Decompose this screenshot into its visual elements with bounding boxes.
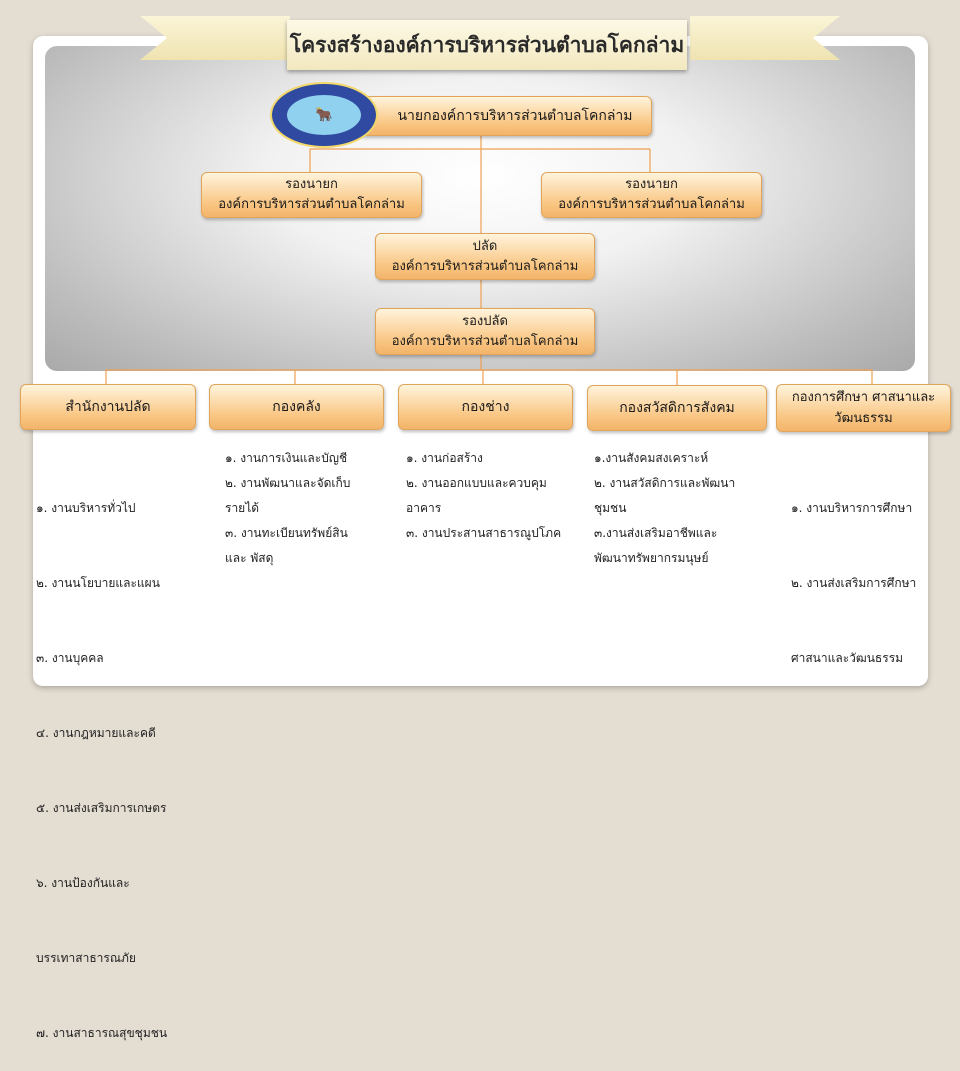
- palad-box: ปลัด องค์การบริหารส่วนตำบลโคกล่าม: [375, 233, 595, 280]
- duty-item: ๒. งานสวัสดิการและพัฒนา: [594, 476, 736, 490]
- duty-item: ๓. งานบุคคล: [36, 651, 104, 665]
- duty-item: ๓. งานประสานสาธารณูปโภค: [406, 526, 562, 540]
- deputy-left-org: องค์การบริหารส่วนตำบลโคกล่าม: [218, 197, 405, 212]
- dept-social-welfare-label: กองสวัสดิการสังคม: [619, 399, 735, 416]
- dept-finance-label: กองคลัง: [272, 398, 321, 415]
- deputy-palad-title: รองปลัด: [462, 313, 508, 329]
- duty-item: อาคาร: [406, 501, 442, 515]
- duty-item: ๑. งานบริหารทั่วไป: [36, 501, 136, 515]
- ox-cart-seal-icon: 🐂: [287, 95, 361, 135]
- duty-item: ๑. งานบริหารการศึกษา: [791, 501, 913, 515]
- palad-org: องค์การบริหารส่วนตำบลโคกล่าม: [391, 258, 579, 274]
- dept-office-of-palad-duties: ๑. งานบริหารทั่วไป ๒. งานนโยบายและแผน ๓.…: [36, 446, 167, 1071]
- duty-item: ๑.งานสังคมสงเคราะห์: [594, 451, 709, 465]
- deputy-right-org: องค์การบริหารส่วนตำบลโคกล่าม: [558, 197, 745, 212]
- dept-engineering-duties: ๑. งานก่อสร้าง ๒. งานออกแบบและควบคุม อาค…: [406, 446, 561, 546]
- duty-item: ๖. งานป้องกันและ: [36, 876, 130, 890]
- dept-education-label-line2: วัฒนธรรม: [834, 411, 893, 426]
- deputy-left-title: รองนายก: [285, 177, 338, 192]
- dept-finance-duties: ๑. งานการเงินและบัญชี ๒. งานพัฒนาและจัดเ…: [225, 446, 350, 571]
- duty-item: ศาสนาและวัฒนธรรม: [791, 651, 904, 665]
- duty-item: ๓.งานส่งเสริมอาชีพและ: [594, 526, 718, 540]
- duty-item: และ พัสดุ: [225, 551, 274, 565]
- duty-item: พัฒนาทรัพยากรมนุษย์: [594, 551, 709, 565]
- dept-office-of-palad-box: สำนักงานปลัด: [20, 384, 196, 430]
- dept-finance-box: กองคลัง: [209, 384, 384, 430]
- deputy-palad-org: องค์การบริหารส่วนตำบลโคกล่าม: [391, 333, 579, 349]
- duty-item: บรรเทาสาธารณภัย: [36, 951, 136, 965]
- duty-item: ชุมชน: [594, 501, 627, 515]
- duty-item: ๔. งานกฎหมายและคดี: [36, 726, 156, 740]
- deputy-right-title: รองนายก: [625, 177, 678, 192]
- dept-social-welfare-duties: ๑.งานสังคมสงเคราะห์ ๒. งานสวัสดิการและพั…: [594, 446, 735, 571]
- duty-item: ๒. งานออกแบบและควบคุม: [406, 476, 547, 490]
- mayor-label: นายกองค์การบริหารส่วนตำบลโคกล่าม: [397, 108, 633, 124]
- duty-item: ๑. งานการเงินและบัญชี: [225, 451, 348, 465]
- dept-education-box: กองการศึกษา ศาสนาและ วัฒนธรรม: [776, 384, 951, 432]
- duty-item: ๓. งานทะเบียนทรัพย์สิน: [225, 526, 348, 540]
- deputy-mayor-right-box: รองนายก องค์การบริหารส่วนตำบลโคกล่าม: [541, 172, 762, 218]
- duty-item: รายได้: [225, 501, 260, 515]
- page-title: โครงสร้างองค์การบริหารส่วนตำบลโคกล่าม: [287, 20, 687, 70]
- deputy-mayor-left-box: รองนายก องค์การบริหารส่วนตำบลโคกล่าม: [201, 172, 422, 218]
- mayor-box: นายกองค์การบริหารส่วนตำบลโคกล่าม: [358, 96, 652, 136]
- dept-engineering-label: กองช่าง: [461, 398, 510, 415]
- dept-engineering-box: กองช่าง: [398, 384, 573, 430]
- organization-seal: 🐂: [270, 82, 378, 148]
- duty-item: ๒. งานนโยบายและแผน: [36, 576, 160, 590]
- deputy-palad-box: รองปลัด องค์การบริหารส่วนตำบลโคกล่าม: [375, 308, 595, 355]
- dept-education-duties: ๑. งานบริหารการศึกษา ๒. งานส่งเสริมการศึ…: [791, 446, 916, 696]
- dept-office-of-palad-label: สำนักงานปลัด: [65, 398, 151, 415]
- duty-item: ๕. งานส่งเสริมการเกษตร: [36, 801, 167, 815]
- dept-social-welfare-box: กองสวัสดิการสังคม: [587, 385, 767, 431]
- duty-item: ๑. งานก่อสร้าง: [406, 451, 483, 465]
- palad-title: ปลัด: [472, 238, 498, 254]
- dept-education-label-line1: กองการศึกษา ศาสนาและ: [791, 390, 936, 405]
- duty-item: ๗. งานสาธารณสุขชุมชน: [36, 1026, 168, 1040]
- duty-item: ๒. งานพัฒนาและจัดเก็บ: [225, 476, 351, 490]
- duty-item: ๒. งานส่งเสริมการศึกษา: [791, 576, 917, 590]
